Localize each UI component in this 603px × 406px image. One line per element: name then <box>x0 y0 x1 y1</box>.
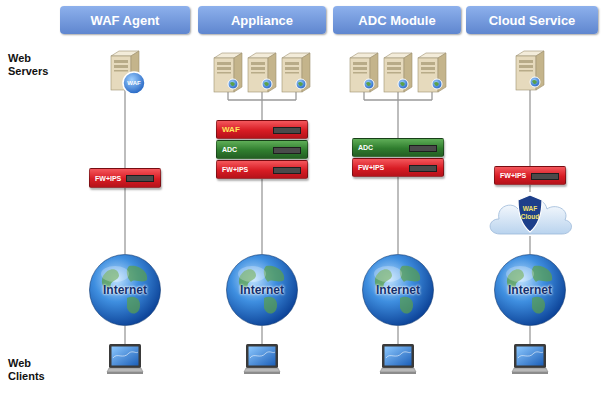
device-panel <box>409 145 437 152</box>
connector <box>397 177 398 254</box>
column-header: Appliance <box>198 6 326 34</box>
firewall-device: FW+IPS <box>494 166 566 185</box>
row-label: Web Clients <box>8 357 60 383</box>
device-panel <box>273 127 301 134</box>
device-label: FW+IPS <box>358 159 384 176</box>
device-panel <box>126 175 154 182</box>
globe-label: Internet <box>362 283 434 297</box>
adc-device: ADC <box>216 140 308 159</box>
column-header: WAF Agent <box>60 6 190 34</box>
header-text: WAF Agent <box>91 13 160 28</box>
device-label: ADC <box>358 139 373 156</box>
column-header: Cloud Service <box>466 6 598 34</box>
connector <box>261 179 262 254</box>
firewall-device: FW+IPS <box>216 160 308 179</box>
firewall-device: FW+IPS <box>89 168 161 188</box>
internet-globe: Internet <box>362 254 434 326</box>
device-panel <box>409 165 437 172</box>
waf-agent-badge: WAF <box>122 71 146 95</box>
device-label: ADC <box>222 141 237 158</box>
globe-label: Internet <box>494 283 566 297</box>
device-label: FW+IPS <box>95 169 121 187</box>
device-panel <box>531 173 559 180</box>
header-text: ADC Module <box>358 13 435 28</box>
waf-cloud: WAF Cloud <box>486 192 574 236</box>
internet-globe: Internet <box>89 254 161 326</box>
internet-globe: Internet <box>226 254 298 326</box>
cloud-label: WAF Cloud <box>516 205 544 221</box>
firewall-device: FW+IPS <box>352 158 444 177</box>
device-label: FW+IPS <box>500 167 526 184</box>
row-label: Web Servers <box>8 52 60 78</box>
connector <box>124 188 125 254</box>
waf-device: WAF <box>216 120 308 139</box>
globe-label: Internet <box>226 283 298 297</box>
badge-text: WAF <box>122 79 146 87</box>
device-panel <box>273 167 301 174</box>
header-text: Appliance <box>231 13 293 28</box>
adc-device: ADC <box>352 138 444 157</box>
device-label: WAF <box>222 121 240 138</box>
device-panel <box>273 147 301 154</box>
connector <box>529 185 530 192</box>
device-label: FW+IPS <box>222 161 248 178</box>
internet-globe: Internet <box>494 254 566 326</box>
column-header: ADC Module <box>333 6 461 34</box>
globe-label: Internet <box>89 283 161 297</box>
header-text: Cloud Service <box>489 13 576 28</box>
connector <box>529 236 530 254</box>
